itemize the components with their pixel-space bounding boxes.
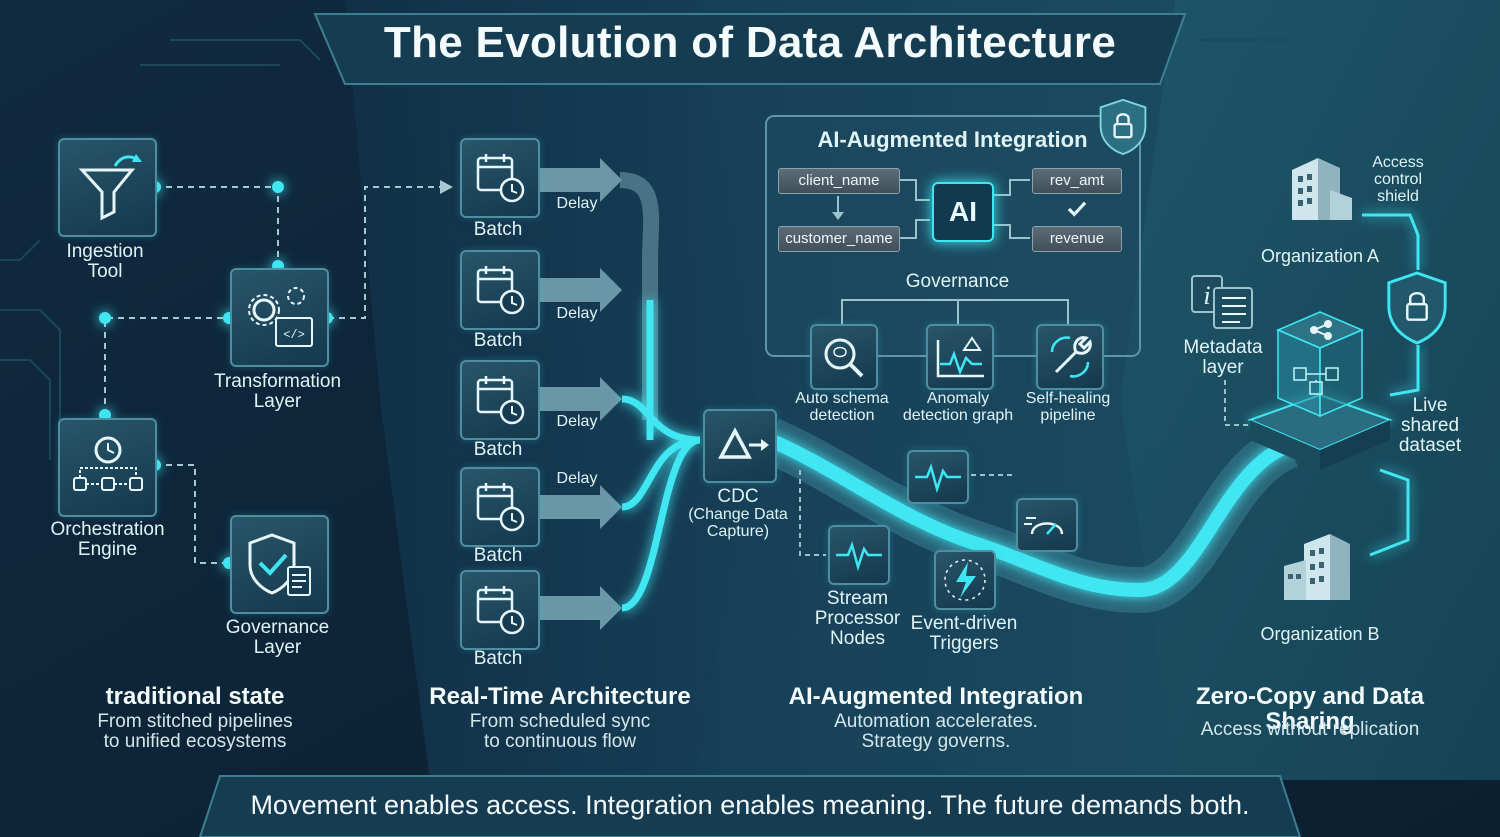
live-dataset-label: Live shared dataset xyxy=(1398,395,1462,456)
batch-label: Batch xyxy=(473,439,523,460)
field-rev-amt: rev_amt xyxy=(1032,168,1122,194)
zerocopy-subtitle: Access without replication xyxy=(1200,719,1420,740)
anomaly-graph-icon xyxy=(936,336,984,378)
lock-shield-icon xyxy=(1099,98,1147,155)
cdc-delta-icon xyxy=(718,427,769,459)
gauge-card xyxy=(1016,498,1078,552)
batch-label: Batch xyxy=(473,219,523,240)
ai-title: AI-Augmented Integration xyxy=(788,683,1084,710)
realtime-subtitle: From scheduled sync to continuous flow xyxy=(469,711,651,752)
batch-card-2 xyxy=(460,250,540,330)
heartbeat-icon xyxy=(836,541,882,572)
ai-chip-icon: AI xyxy=(932,182,994,242)
stream-monitor-card xyxy=(907,450,969,504)
ingestion-tool-card xyxy=(58,138,157,237)
traditional-title: traditional state xyxy=(105,683,285,710)
gears-code-icon: </> xyxy=(248,287,313,347)
transformation-layer-card: </> xyxy=(230,268,329,367)
org-b-label: Organization B xyxy=(1260,624,1380,644)
checkmark-icon xyxy=(1067,201,1087,217)
governance-layer-card xyxy=(230,515,329,614)
batch-label: Batch xyxy=(473,330,523,351)
batch-label: Batch xyxy=(473,545,523,566)
triggers-label: Event-driven Triggers xyxy=(910,613,1018,654)
ai-subtitle: Automation accelerates. Strategy governs… xyxy=(834,711,1038,752)
cdc-label: CDC xyxy=(717,486,759,507)
auto-schema-card xyxy=(810,324,878,390)
anomaly-card xyxy=(926,324,994,390)
funnel-icon xyxy=(78,154,142,221)
delay-label: Delay xyxy=(556,470,598,487)
page-title: The Evolution of Data Architecture xyxy=(383,18,1117,67)
cdc-sublabel: (Change Data Capture) xyxy=(688,506,788,540)
transformation-layer-label: Transformation Layer xyxy=(213,371,342,412)
auto-schema-label: Auto schema detection xyxy=(795,390,889,424)
calendar-clock-icon xyxy=(476,266,525,315)
metadata-label: Metadata layer xyxy=(1183,337,1263,378)
field-customer-name: customer_name xyxy=(778,226,900,252)
metadata-doc-icon: i xyxy=(1190,274,1254,330)
org-a-label: Organization A xyxy=(1260,246,1380,266)
gauge-icon xyxy=(1024,517,1064,535)
ai-chip-label: AI xyxy=(949,196,977,227)
workflow-clock-icon xyxy=(73,436,143,491)
access-shield-label: Access control shield xyxy=(1372,154,1424,205)
orchestration-engine-card xyxy=(58,418,157,517)
orchestration-engine-label: Orchestration Engine xyxy=(50,519,165,560)
stream-node-card xyxy=(828,525,890,585)
governance-layer-label: Governance Layer xyxy=(225,617,330,658)
lock-shield-icon xyxy=(1387,271,1447,345)
batch-card-3 xyxy=(460,360,540,440)
svg-text:i: i xyxy=(1203,281,1210,310)
footer-tagline: Movement enables access. Integration ena… xyxy=(250,790,1250,820)
building-icon xyxy=(1284,534,1350,600)
lightning-icon xyxy=(944,559,986,601)
magnify-brain-icon xyxy=(824,338,864,378)
field-client-name: client_name xyxy=(778,168,900,194)
realtime-title: Real-Time Architecture xyxy=(429,683,691,710)
calendar-clock-icon xyxy=(476,154,525,203)
calendar-clock-icon xyxy=(476,376,525,425)
heartbeat-icon xyxy=(915,463,961,494)
batch-card-1 xyxy=(460,138,540,218)
self-healing-label: Self-healing pipeline xyxy=(1025,390,1111,424)
trigger-card xyxy=(934,550,996,610)
field-revenue: revenue xyxy=(1032,226,1122,252)
svg-text:</>: </> xyxy=(283,328,305,342)
zerocopy-title: Zero-Copy and Data Sharing xyxy=(1195,683,1425,736)
traditional-subtitle: From stitched pipelines to unified ecosy… xyxy=(97,711,293,752)
calendar-clock-icon xyxy=(476,586,525,635)
ai-panel-title: AI-Augmented Integration xyxy=(817,127,1088,152)
batch-card-4 xyxy=(460,467,540,547)
building-icon xyxy=(1292,158,1352,220)
self-healing-card xyxy=(1036,324,1104,390)
delay-label: Delay xyxy=(556,413,598,430)
batch-label: Batch xyxy=(473,648,523,669)
cdc-card xyxy=(703,409,777,483)
batch-card-5 xyxy=(460,570,540,650)
delay-label: Delay xyxy=(556,195,598,212)
stream-label: Stream Processor Nodes xyxy=(814,588,901,649)
ingestion-tool-label: Ingestion Tool xyxy=(66,241,144,282)
delay-label: Delay xyxy=(556,305,598,322)
shield-check-icon xyxy=(248,533,311,596)
metadata-doc-svg: i xyxy=(1191,275,1253,329)
anomaly-label: Anomaly detection graph xyxy=(902,390,1014,424)
share-cube-icon xyxy=(1276,311,1364,418)
governance-label: Governance xyxy=(905,271,1010,292)
live-dataset-cube xyxy=(1274,308,1366,420)
calendar-clock-icon xyxy=(476,483,525,532)
wrench-icon xyxy=(1050,336,1092,378)
